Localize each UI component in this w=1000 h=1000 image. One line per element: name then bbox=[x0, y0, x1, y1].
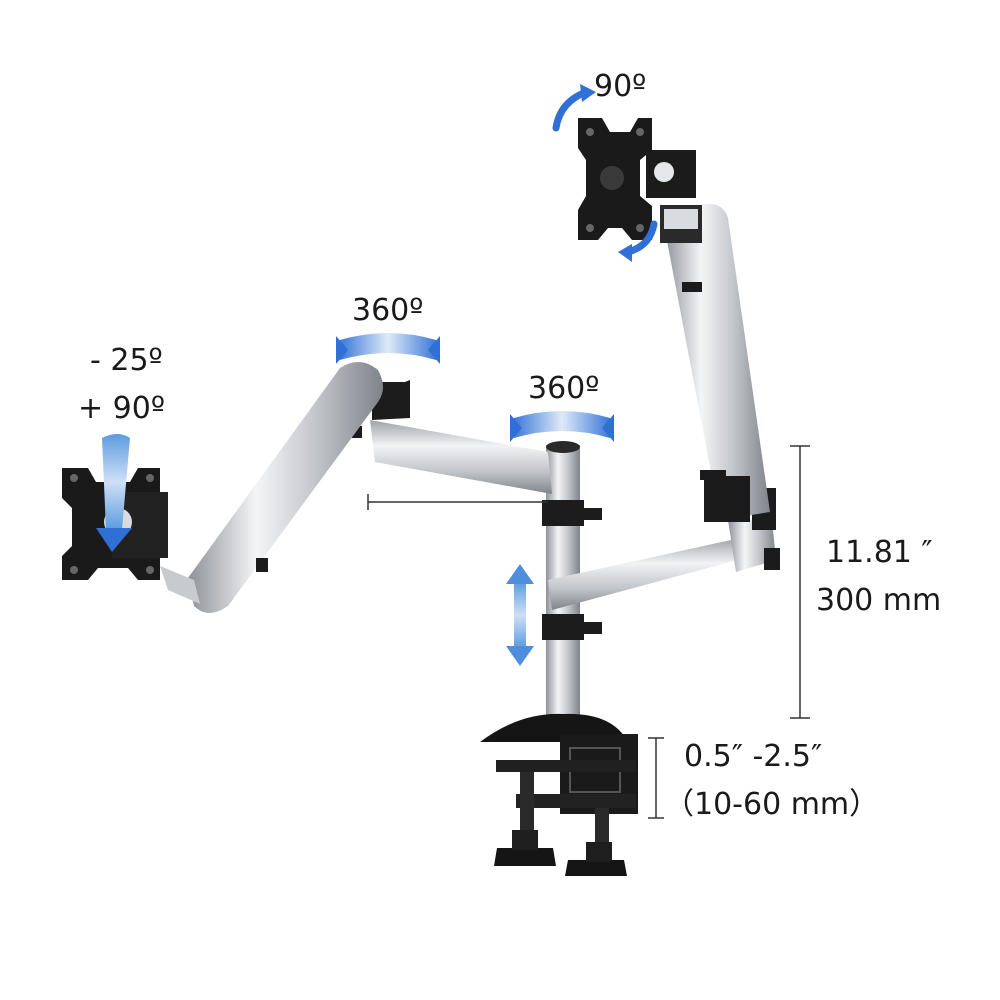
arm-swivel-label: 360º bbox=[352, 293, 424, 328]
rotate-arrow-icon bbox=[552, 84, 658, 262]
height-adjust-arrow-icon bbox=[506, 564, 534, 666]
top-vesa-plate bbox=[578, 118, 696, 240]
tilt-positive-label: + 90º bbox=[78, 391, 165, 426]
reach-dimension-line bbox=[367, 494, 548, 510]
clamp-inch-label: 0.5″ -2.5″ bbox=[684, 739, 823, 774]
swivel-pole-arrow-icon bbox=[510, 411, 614, 442]
left-vesa-plate bbox=[62, 468, 200, 604]
tilt-arrow-icon bbox=[96, 434, 132, 552]
desk-clamp bbox=[480, 713, 638, 876]
clamp-mm-label: （10-60 mm） bbox=[664, 787, 880, 822]
clamp-dimension-line bbox=[648, 737, 664, 819]
height-dimension-line bbox=[790, 445, 810, 719]
pole-swivel-label: 360º bbox=[528, 371, 600, 406]
rotation-label: 90º bbox=[594, 69, 647, 104]
left-second-arm bbox=[352, 380, 552, 494]
right-upper-arm bbox=[660, 203, 770, 522]
height-mm-label: 300 mm bbox=[816, 583, 942, 618]
height-inch-label: 11.81 ″ bbox=[826, 535, 933, 570]
swivel-arm-arrow-icon bbox=[336, 333, 440, 364]
left-gas-arm bbox=[188, 361, 383, 613]
tilt-negative-label: - 25º bbox=[90, 343, 163, 378]
